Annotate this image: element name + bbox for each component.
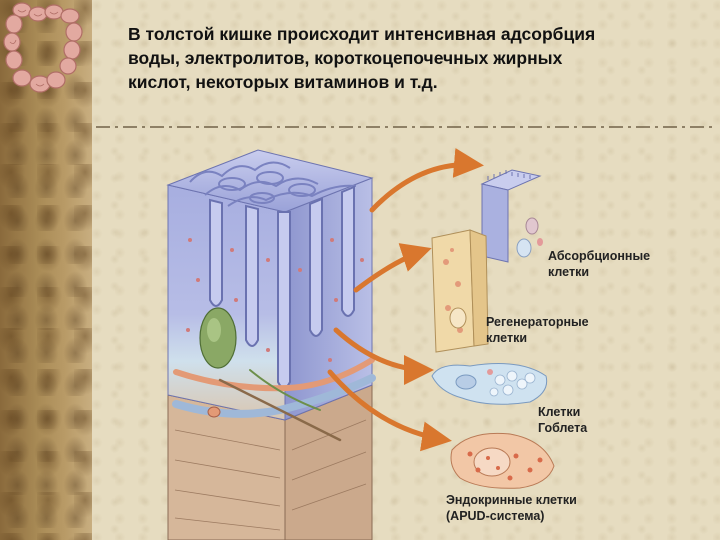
label-absorptive-line-2: клетки (548, 264, 650, 280)
endocrine-cells-illustration (451, 433, 554, 488)
label-endocrine-line-1: Эндокринные клетки (446, 492, 577, 508)
label-absorptive-cells: Абсорбционные клетки (548, 248, 650, 280)
label-goblet-line-2: Гоблета (538, 420, 587, 436)
label-goblet-cells: Клетки Гоблета (538, 404, 587, 436)
label-regenerative-cells: Регенераторные клетки (486, 314, 589, 346)
arrow-to-absorptive (372, 165, 478, 210)
label-endocrine-line-2: (APUD-система) (446, 508, 577, 524)
label-goblet-line-1: Клетки (538, 404, 587, 420)
regenerative-cells-illustration (432, 230, 488, 352)
tissue-block (168, 150, 372, 540)
label-absorptive-line-1: Абсорбционные (548, 248, 650, 264)
label-endocrine-cells: Эндокринные клетки (APUD-система) (446, 492, 577, 524)
label-regenerative-line-1: Регенераторные (486, 314, 589, 330)
goblet-cells-illustration (432, 364, 547, 405)
label-regenerative-line-2: клетки (486, 330, 589, 346)
absorptive-cells-illustration (482, 170, 543, 262)
